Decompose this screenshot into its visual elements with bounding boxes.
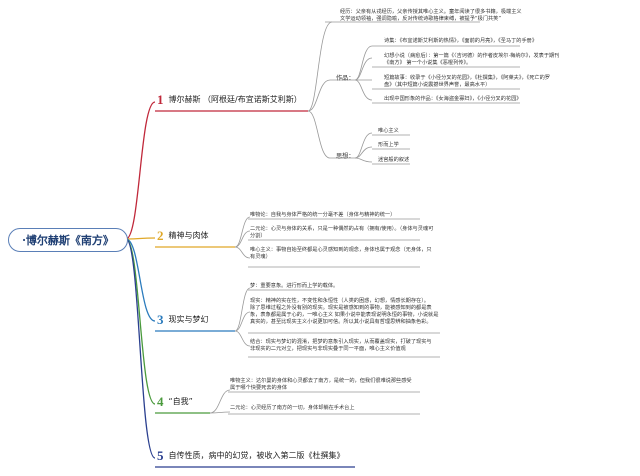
- b4-item-2: 二元论：心灵经历了南方的一切，身体却躺在手术台上: [230, 405, 355, 411]
- b3-item-2b: 除了思维过程之外没有别的现实。现实是被感知到的事物，能被感知到的都是表: [250, 305, 432, 311]
- connector-branch-2: [125, 237, 156, 240]
- root-node[interactable]: ·博尔赫斯《南方》: [8, 228, 128, 252]
- b4-item-1b: 属于哪个快要死去的身体: [230, 385, 288, 391]
- branch-2-number: 2: [157, 228, 164, 243]
- b2-item-2a: 二元论：心灵与身体的关系，只是一种偶然的占有（拥有/使用）。（身体与灵魂可: [250, 226, 434, 232]
- b1-thought-item-2: 形而上学: [378, 142, 399, 148]
- b1-works-item-4: 出现中国形象的作品：《女海盗金寡妇》，《小径分叉的花园》: [384, 96, 522, 102]
- branch-4-node[interactable]: 4 “自我”: [157, 395, 193, 408]
- branch-3-number: 3: [157, 312, 164, 327]
- b1-bio-line-1: 经历：父亲有从戎经历，父亲传授其唯心主义。童年阅读了很多书籍，极端主义: [340, 9, 522, 15]
- root-label: ·博尔赫斯《南方》: [22, 234, 114, 247]
- b3-item-2d: 真实的，甚至比现实主义小说更加可信。所以其小说具有哲理思辨和抽象色彩。: [250, 319, 432, 325]
- b3-item-3b: 非现实的二元对立，把现实与非现实叠于同一平面，唯心主义价值观: [250, 346, 406, 352]
- b1-works-item-2a: 幻想小说（病愈后）：第一篇《〈吉诃德〉的作者皮埃尔·梅纳尔》，发表于期刊: [384, 53, 560, 59]
- branch-4-number: 4: [157, 394, 164, 409]
- connector-branch-5: [125, 238, 156, 459]
- b2-item-2b: 分割）: [250, 233, 266, 239]
- b2-item-3b: 有灵魂）: [250, 254, 271, 260]
- branch-5-number: 5: [157, 448, 164, 463]
- branch-3-label: 现实与梦幻: [168, 315, 209, 324]
- b1-thought-item-3: 迷宫般的叙述: [378, 157, 410, 163]
- b1-bio-line-2: 文学运动领袖，强调隐喻，反对传统诗歌格律束缚，被提予“极门共笑”: [340, 16, 502, 22]
- branch-1-number: 1: [157, 92, 164, 107]
- branch-1-label: 博尔赫斯 （阿根廷/布宜诺斯艾利斯）: [168, 95, 302, 104]
- connector-branch-4: [125, 238, 156, 405]
- b3-item-3a: 结合：现实与梦幻的混淆，把梦的意象引入现实，从而覆盖现实，打破了现实与: [250, 339, 432, 345]
- b1-works-item-3a: 短篇故事：收录于《小径分叉的花园》，《杜撰集》，《阿莱夫》，《死亡的罗: [384, 75, 550, 81]
- b4-item-1a: 唯物主义：达尔曼的身体和心灵都去了南方，是统一的，但我们很难说那些感受: [230, 378, 412, 384]
- b1-works-item-2b: 《南方》 第一个小说集《恶棍列传》。: [384, 60, 472, 66]
- branch-4-label: “自我”: [168, 397, 193, 406]
- b3-item-2a: 现实：精神的实在性，不变性和永恒性（人类的困惑，幻想，情感长期存在）。: [250, 298, 429, 304]
- branch-1-node[interactable]: 1 博尔赫斯 （阿根廷/布宜诺斯艾利斯）: [157, 93, 302, 106]
- connector-branch-1: [125, 101, 156, 240]
- b3-item-2c: 象，表象都是属于心的，一唯心主义 如果小说中能表现说明永恒的事物，小说就是: [250, 312, 439, 318]
- branch-2-node[interactable]: 2 精神与肉体: [157, 229, 209, 242]
- b1-works-item-3b: 盘》（其中短篇小说震撼世界声誉，最高水平）: [384, 82, 491, 88]
- connector-branch-3: [125, 238, 156, 322]
- b1-works-item-1: 诗集：《布宜诺斯艾利斯的热情》，《面前的月亮》，《圣马丁的手册》: [384, 38, 538, 44]
- b2-item-3a: 唯心主义：事物自始至终都是心灵感知到的观念，身体也属于观念（无身体，只: [250, 247, 432, 253]
- branch-5-node[interactable]: 5 自传性质，病中的幻觉，被收入第二版《杜撰集》: [157, 449, 345, 462]
- b1-works-label: 作品：: [336, 75, 355, 82]
- branch-3-node[interactable]: 3 现实与梦幻: [157, 313, 209, 326]
- branch-5-label: 自传性质，病中的幻觉，被收入第二版《杜撰集》: [168, 451, 345, 460]
- branch-2-label: 精神与肉体: [168, 231, 209, 240]
- b1-thought-item-1: 唯心主义: [378, 128, 399, 134]
- b1-thought-label: 思想：: [336, 153, 355, 160]
- b3-item-1: 梦：重要意象。进行形而上学的载体。: [250, 283, 339, 289]
- b2-item-1: 唯物论：自我与身体严格的统一分毫不差（身体与精神的统一）: [250, 212, 396, 218]
